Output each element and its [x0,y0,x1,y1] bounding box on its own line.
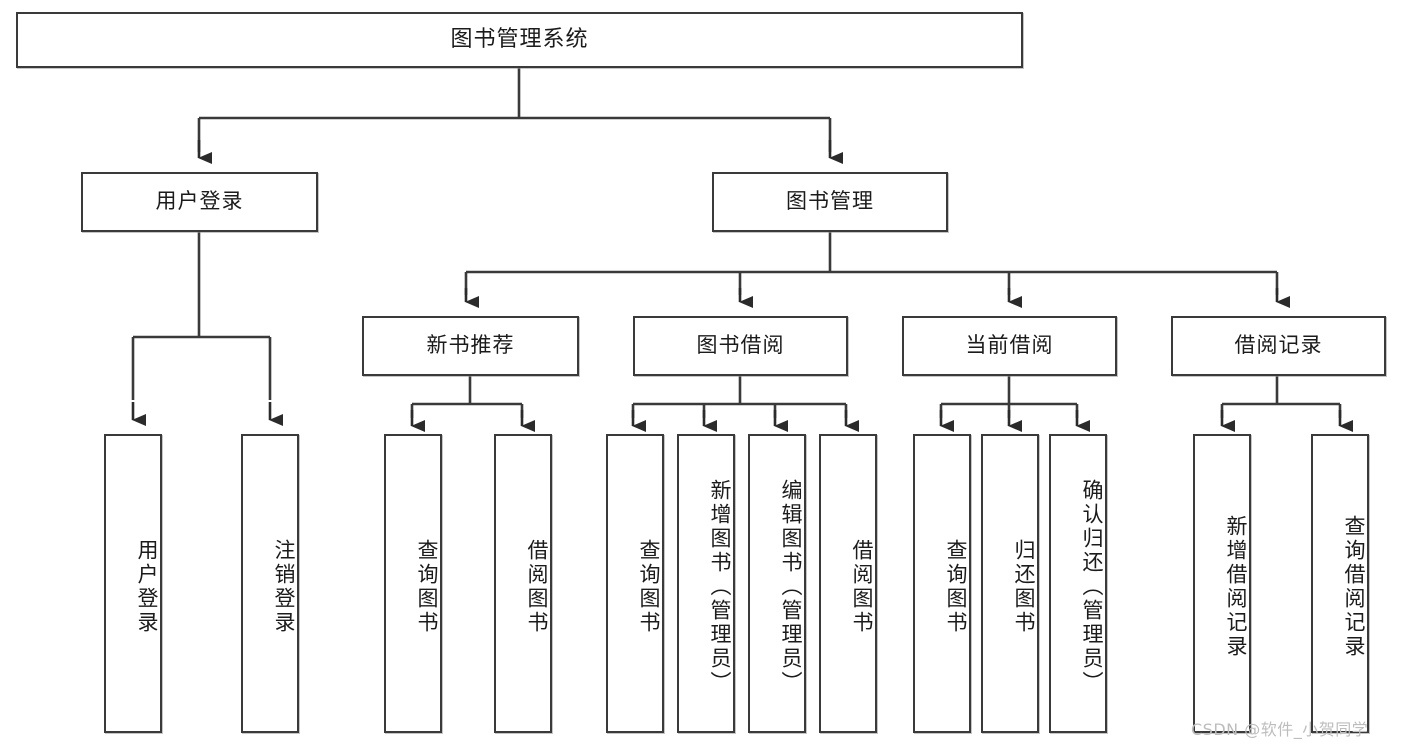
node-label: 查询图书 [944,538,968,635]
leaf-logout-login[interactable]: 注销登录 [241,434,299,733]
node-label: 图书管理系统 [450,26,589,52]
leaf-return-book[interactable]: 归还图书 [981,434,1039,733]
node-book-management-system[interactable]: 图书管理系统 [16,12,1023,68]
node-borrow-record[interactable]: 借阅记录 [1171,316,1386,376]
node-label: 图书管理 [786,189,874,214]
node-new-book-rec[interactable]: 新书推荐 [362,316,579,376]
leaf-confirm-return-admin[interactable]: 确认归还（管理员） [1049,434,1107,733]
node-label: 借阅记录 [1234,333,1323,358]
leaf-user-login[interactable]: 用户登录 [104,434,162,733]
node-label: 确认归还（管理员） [1080,478,1104,695]
node-label: 借阅图书 [525,538,549,635]
node-label: 查询图书 [637,538,661,635]
node-book-borrow[interactable]: 图书借阅 [633,316,848,376]
node-label: 用户登录 [135,538,159,635]
leaf-query-borrow-record[interactable]: 查询借阅记录 [1311,434,1369,733]
node-label: 新增图书（管理员） [708,478,732,695]
node-label: 用户登录 [155,189,244,214]
leaf-query-book-new-rec[interactable]: 查询图书 [384,434,442,733]
leaf-borrow-book-borrow[interactable]: 借阅图书 [819,434,877,733]
node-label: 编辑图书（管理员） [779,478,803,695]
leaf-query-book-current[interactable]: 查询图书 [913,434,971,733]
node-label: 当前借阅 [965,333,1054,358]
leaf-query-book-borrow[interactable]: 查询图书 [606,434,664,733]
node-user-login[interactable]: 用户登录 [81,172,318,232]
node-label: 归还图书 [1012,538,1036,635]
csdn-watermark: CSDN @软件_小贺同学 [1191,720,1369,739]
node-label: 查询借阅记录 [1342,514,1366,659]
node-book-manage[interactable]: 图书管理 [712,172,948,232]
leaf-add-book-admin[interactable]: 新增图书（管理员） [677,434,735,733]
leaf-borrow-book-new-rec[interactable]: 借阅图书 [494,434,552,733]
node-label: 新增借阅记录 [1224,514,1248,659]
leaf-edit-book-admin[interactable]: 编辑图书（管理员） [748,434,806,733]
node-label: 新书推荐 [426,333,515,358]
node-label: 查询图书 [415,538,439,635]
node-label: 借阅图书 [850,538,874,635]
node-label: 注销登录 [272,538,296,635]
node-label: 图书借阅 [696,333,785,358]
node-current-borrow[interactable]: 当前借阅 [902,316,1117,376]
leaf-add-borrow-record[interactable]: 新增借阅记录 [1193,434,1251,733]
